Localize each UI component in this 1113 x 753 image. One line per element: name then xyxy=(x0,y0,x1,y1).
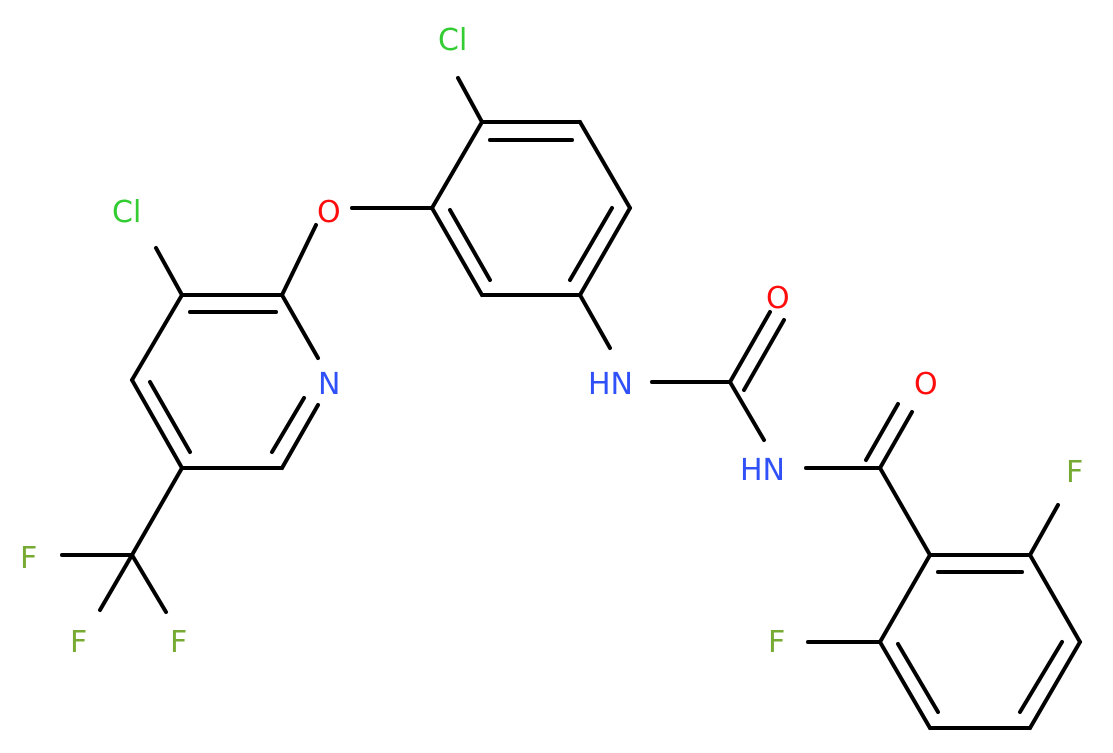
bond xyxy=(154,246,184,297)
bond xyxy=(878,640,932,730)
ether-oxygen-label: O xyxy=(317,195,341,230)
bond xyxy=(130,466,184,557)
bond xyxy=(864,402,900,462)
bond xyxy=(728,310,772,384)
amide-oxygen-label: O xyxy=(914,367,938,402)
bond xyxy=(896,642,940,714)
chlorine-label: Cl xyxy=(112,195,141,230)
bond xyxy=(130,293,184,382)
fluorine-label: F xyxy=(70,625,87,660)
fluorine-label: F xyxy=(170,625,187,660)
fluorine-label: F xyxy=(1066,455,1083,490)
bond xyxy=(878,466,932,557)
bond xyxy=(878,553,932,644)
bond xyxy=(280,223,318,297)
fluorine-label: F xyxy=(768,625,785,660)
bond xyxy=(430,120,484,210)
bond xyxy=(1028,503,1060,557)
bond xyxy=(578,206,632,297)
bond xyxy=(280,293,320,360)
bond xyxy=(878,410,914,470)
bond xyxy=(578,293,612,350)
bond xyxy=(130,553,168,614)
bond xyxy=(1018,640,1064,714)
bond xyxy=(728,380,766,442)
amide-nh-label: HN xyxy=(740,453,785,488)
bond xyxy=(1028,640,1082,730)
bonds xyxy=(60,76,1082,730)
urea-oxygen-label: O xyxy=(766,281,790,316)
bond xyxy=(448,208,492,282)
bond xyxy=(578,120,632,210)
bond xyxy=(456,76,484,124)
pyridine-nitrogen-label: N xyxy=(318,367,340,402)
bond xyxy=(130,378,184,470)
bond xyxy=(270,396,306,454)
bond xyxy=(148,380,192,454)
bond xyxy=(1028,553,1082,644)
atom-labels: Cl Cl O N HN O HN O F F F F F xyxy=(20,23,1083,660)
bond xyxy=(568,206,614,282)
bond xyxy=(280,403,320,470)
amine-nh-label: HN xyxy=(588,367,633,402)
fluorine-label: F xyxy=(20,541,37,576)
bond xyxy=(98,553,134,612)
bond xyxy=(430,206,484,297)
chlorine-label: Cl xyxy=(438,23,467,58)
bond xyxy=(742,318,786,392)
